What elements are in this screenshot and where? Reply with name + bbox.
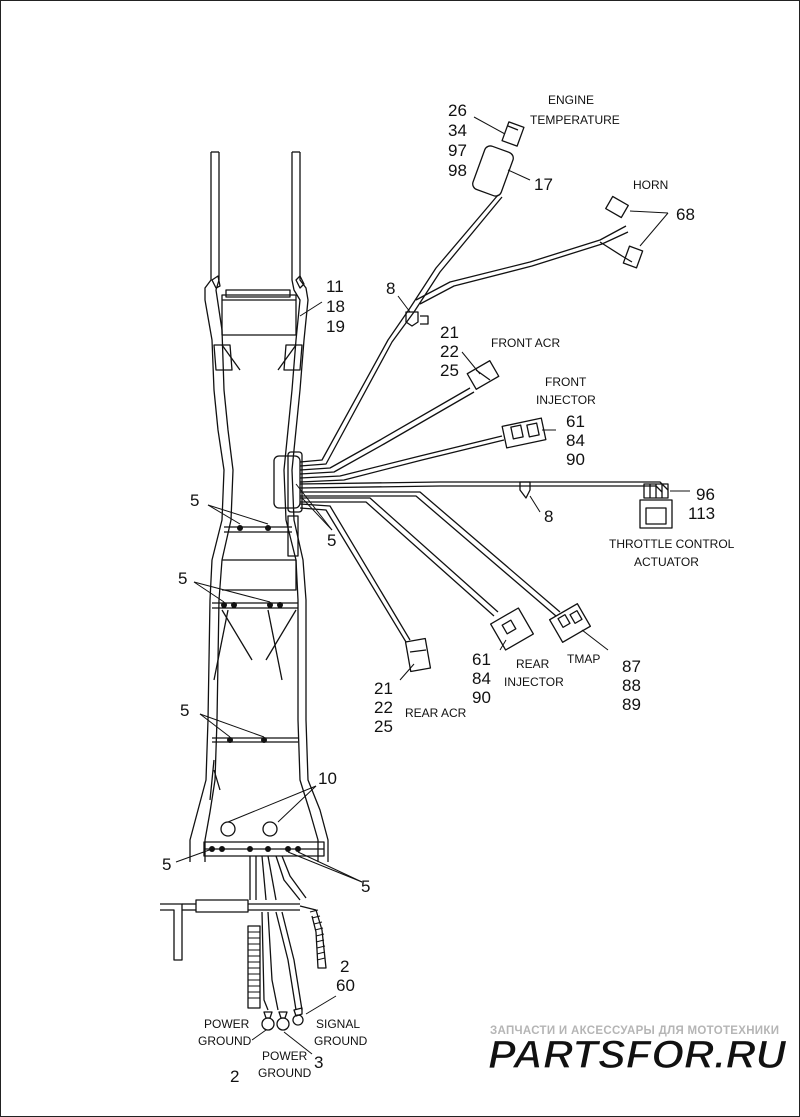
engine-temp-part-1: 26 <box>448 101 467 120</box>
front-acr-part-3: 25 <box>440 361 459 380</box>
horn-connector-upper <box>605 195 629 219</box>
front-injector-connector <box>501 417 547 449</box>
lower-harness <box>160 855 327 1031</box>
tmap-part-2: 88 <box>622 676 641 695</box>
strap-label-2: 5 <box>327 531 336 550</box>
front-acr-part-2: 22 <box>440 342 459 361</box>
rear-injector-connector <box>489 607 535 651</box>
throttle-part-1: 96 <box>696 485 715 504</box>
strap-label-6: 5 <box>361 877 370 896</box>
harness-branches <box>299 194 669 643</box>
throttle-label-1: THROTTLE CONTROL <box>609 537 735 551</box>
strap-label-5: 5 <box>162 855 171 874</box>
front-injector-label-2: INJECTOR <box>536 393 596 407</box>
tmap-label: TMAP <box>567 652 600 666</box>
strap-label-1: 5 <box>190 491 199 510</box>
horn-label: HORN <box>633 178 668 192</box>
frame-part-2: 18 <box>326 297 345 316</box>
rear-injector-label-2: INJECTOR <box>504 675 564 689</box>
leader-lines <box>175 116 690 1055</box>
throttle-control-actuator-connector <box>639 483 673 529</box>
signal-ground-label-2: GROUND <box>314 1034 368 1048</box>
front-acr-part-1: 21 <box>440 323 459 342</box>
front-injector-part-1: 61 <box>566 412 585 431</box>
power-ground-mid-label-1: POWER <box>262 1049 308 1063</box>
power-ground-mid-part: 3 <box>314 1053 323 1072</box>
signal-ground-part-1: 2 <box>340 957 349 976</box>
front-injector-part-3: 90 <box>566 450 585 469</box>
power-ground-left-part: 2 <box>230 1067 239 1086</box>
watermark-logo: PARTSFOR.RU <box>488 1033 787 1077</box>
clip-upper <box>405 311 429 327</box>
callout-labels: 26 34 97 98 ENGINE TEMPERATURE 17 HORN 6… <box>162 93 735 1086</box>
power-ground-left-label-1: POWER <box>204 1017 250 1031</box>
rear-acr-part-1: 21 <box>374 679 393 698</box>
engine-temp-part-2: 34 <box>448 121 467 140</box>
front-acr-connector <box>466 360 500 390</box>
signal-ground-label-1: SIGNAL <box>316 1017 360 1031</box>
horn-connector-lower <box>622 245 644 269</box>
tmap-connector <box>548 603 592 643</box>
grommet-part: 10 <box>318 769 337 788</box>
engine-temp-part-4: 98 <box>448 161 467 180</box>
engine-temperature-sensor <box>472 121 525 197</box>
engine-temp-label-2: TEMPERATURE <box>530 113 620 127</box>
front-acr-label: FRONT ACR <box>491 336 560 350</box>
sensor-housing-part: 17 <box>534 175 553 194</box>
rear-acr-part-3: 25 <box>374 717 393 736</box>
harness-junction-block <box>273 451 303 557</box>
throttle-part-2: 113 <box>688 504 715 523</box>
rear-acr-connector <box>404 637 432 673</box>
watermark-tagline: ЗАПЧАСТИ И АКСЕССУАРЫ ДЛЯ МОТОТЕХНИКИ <box>490 1025 779 1037</box>
clip-lower <box>519 481 531 499</box>
strap-label-4: 5 <box>180 701 189 720</box>
rear-acr-label: REAR ACR <box>405 706 467 720</box>
rear-acr-part-2: 22 <box>374 698 393 717</box>
engine-temp-label-1: ENGINE <box>548 93 594 107</box>
tmap-part-3: 89 <box>622 695 641 714</box>
frame-part-1: 11 <box>326 277 344 296</box>
horn-part: 68 <box>676 205 695 224</box>
strap-label-3: 5 <box>178 569 187 588</box>
rear-injector-label-1: REAR <box>516 657 550 671</box>
throttle-label-2: ACTUATOR <box>634 555 699 569</box>
front-injector-label-1: FRONT <box>545 375 587 389</box>
engine-temp-part-3: 97 <box>448 141 467 160</box>
rear-injector-part-3: 90 <box>472 688 491 707</box>
rear-injector-part-2: 84 <box>472 669 491 688</box>
signal-ground-part-2: 60 <box>336 976 355 995</box>
rear-injector-part-1: 61 <box>472 650 491 669</box>
frame-part-3: 19 <box>326 317 345 336</box>
tmap-part-1: 87 <box>622 657 641 676</box>
power-ground-mid-label-2: GROUND <box>258 1066 312 1080</box>
clip-lower-part: 8 <box>544 507 553 526</box>
power-ground-left-label-2: GROUND <box>198 1034 252 1048</box>
watermark: ЗАПЧАСТИ И АКСЕССУАРЫ ДЛЯ МОТОТЕХНИКИ PA… <box>487 1025 787 1078</box>
front-injector-part-2: 84 <box>566 431 585 450</box>
clip-upper-part: 8 <box>386 279 395 298</box>
